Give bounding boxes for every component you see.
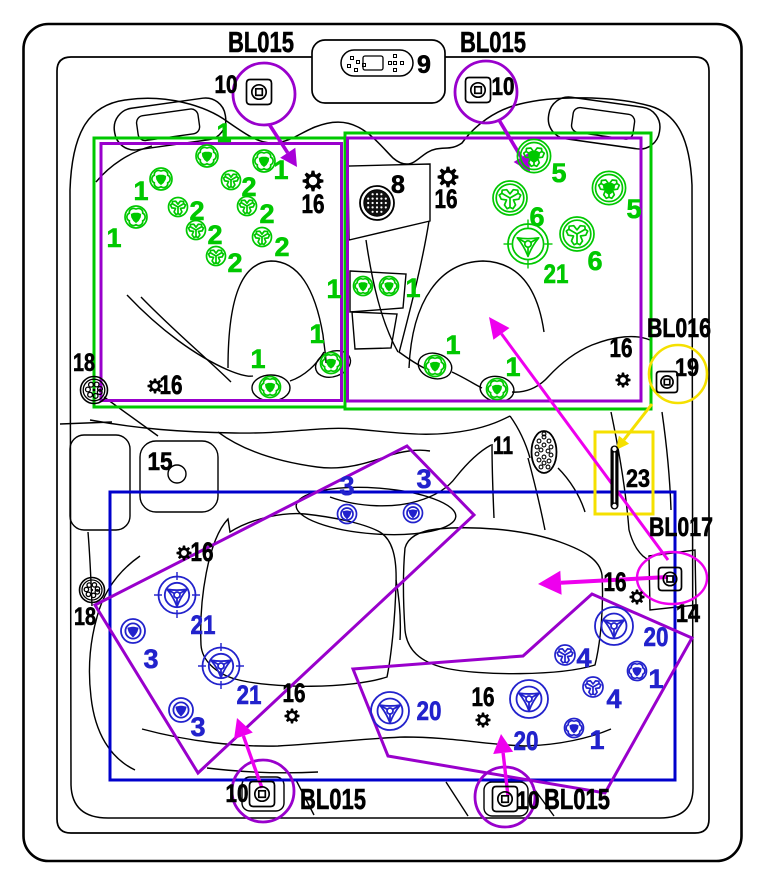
svg-text:2: 2 [227, 248, 242, 278]
svg-text:2: 2 [189, 196, 204, 226]
svg-text:3: 3 [190, 712, 205, 742]
svg-text:1: 1 [648, 664, 663, 694]
svg-text:3: 3 [416, 464, 431, 494]
svg-text:11: 11 [493, 432, 513, 460]
svg-text:2: 2 [274, 232, 289, 262]
svg-text:1: 1 [589, 725, 604, 755]
svg-text:5: 5 [551, 158, 566, 188]
svg-text:2: 2 [241, 172, 256, 202]
svg-text:23: 23 [626, 465, 650, 493]
svg-text:16: 16 [191, 537, 214, 567]
svg-text:3: 3 [339, 471, 354, 501]
svg-text:20: 20 [644, 622, 669, 652]
svg-text:21: 21 [237, 680, 262, 710]
svg-text:BL017: BL017 [649, 512, 713, 542]
svg-text:1: 1 [505, 352, 520, 382]
svg-text:20: 20 [417, 696, 442, 726]
svg-text:21: 21 [544, 259, 569, 289]
svg-text:1: 1 [106, 223, 121, 253]
svg-text:14: 14 [676, 600, 700, 628]
svg-text:3: 3 [143, 644, 158, 674]
svg-text:1: 1 [445, 330, 460, 360]
svg-text:18: 18 [74, 603, 96, 631]
svg-text:18: 18 [73, 349, 95, 377]
svg-text:10: 10 [215, 71, 238, 99]
svg-text:10: 10 [492, 73, 515, 101]
svg-text:1: 1 [326, 274, 341, 304]
svg-text:5: 5 [626, 194, 641, 224]
svg-text:16: 16 [160, 370, 183, 400]
svg-text:2: 2 [207, 220, 222, 250]
svg-text:BL015: BL015 [228, 27, 294, 59]
svg-text:BL015: BL015 [460, 27, 526, 59]
svg-text:4: 4 [576, 643, 591, 673]
svg-text:15: 15 [148, 448, 173, 476]
svg-text:1: 1 [405, 273, 420, 303]
svg-text:21: 21 [191, 610, 216, 640]
svg-text:BL015: BL015 [300, 784, 366, 816]
svg-text:16: 16 [604, 567, 627, 597]
svg-text:1: 1 [273, 155, 288, 185]
svg-text:9: 9 [417, 51, 431, 79]
svg-text:6: 6 [529, 202, 544, 232]
svg-text:BL015: BL015 [544, 784, 610, 816]
svg-text:16: 16 [610, 333, 633, 363]
svg-text:BL016: BL016 [647, 313, 711, 343]
svg-text:1: 1 [309, 319, 324, 349]
svg-text:2: 2 [259, 199, 274, 229]
svg-text:16: 16 [435, 184, 458, 214]
svg-text:1: 1 [250, 344, 265, 374]
svg-text:6: 6 [587, 246, 602, 276]
svg-text:1: 1 [216, 118, 231, 148]
svg-text:1: 1 [133, 176, 148, 206]
svg-text:8: 8 [391, 171, 405, 199]
svg-text:10: 10 [226, 780, 249, 808]
svg-text:4: 4 [606, 684, 621, 714]
svg-text:16: 16 [283, 678, 306, 708]
svg-text:10: 10 [517, 787, 540, 815]
svg-text:16: 16 [472, 682, 495, 712]
svg-text:20: 20 [514, 726, 539, 756]
svg-text:19: 19 [675, 354, 699, 382]
svg-text:16: 16 [302, 189, 325, 219]
